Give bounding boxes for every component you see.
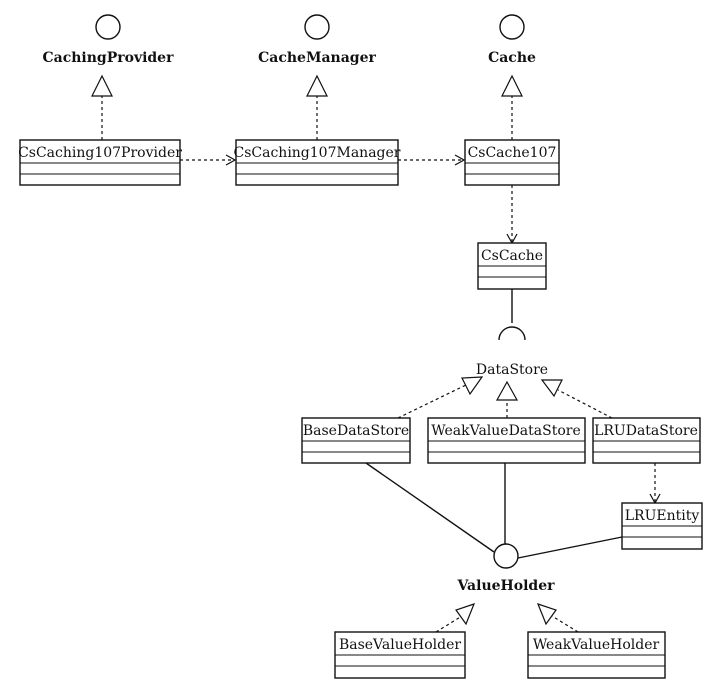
lru-entity-name: LRUEntity	[625, 508, 700, 524]
cache-label: Cache	[488, 50, 536, 66]
realization-lru-data-store	[540, 379, 613, 419]
realization-weak-value-holder	[536, 603, 579, 633]
base-value-holder-name: BaseValueHolder	[339, 637, 461, 653]
data-store-label: DataStore	[476, 362, 548, 378]
cs-caching107-manager-name: CsCaching107Manager	[234, 145, 401, 161]
dependency-lru-to-entity	[649, 463, 661, 505]
class-cs-caching107-manager: CsCaching107Manager	[234, 139, 401, 186]
cs-cache107-name: CsCache107	[468, 145, 557, 161]
class-lru-data-store: LRUDataStore	[592, 417, 701, 464]
realization-weak-value-data-store	[495, 380, 519, 418]
class-base-value-holder: BaseValueHolder	[334, 631, 466, 679]
base-data-store-name: BaseDataStore	[303, 423, 409, 439]
class-lru-entity: LRUEntity	[621, 502, 703, 550]
required-interface-socket	[498, 289, 526, 341]
socket-arc	[498, 326, 526, 341]
class-cs-caching107-provider: CsCaching107Provider	[18, 139, 182, 186]
realization-base-value-holder	[435, 603, 476, 633]
realization-cache	[501, 74, 523, 140]
associations-to-value-holder	[365, 462, 623, 559]
cache-circle	[499, 14, 525, 40]
class-weak-value-data-store: WeakValueDataStore	[427, 417, 586, 464]
realization-manager	[306, 74, 328, 140]
cs-caching107-provider-name: CsCaching107Provider	[18, 145, 182, 161]
class-base-data-store: BaseDataStore	[301, 417, 411, 464]
class-weak-value-holder: WeakValueHolder	[527, 631, 666, 679]
dependency-manager-to-cache107	[398, 154, 466, 166]
interface-cache-manager: CacheManager	[258, 14, 376, 66]
class-cs-cache: CsCache	[477, 242, 547, 290]
interface-cache: Cache	[488, 14, 536, 66]
class-cs-cache107: CsCache107	[464, 139, 560, 186]
dependency-provider-to-manager	[180, 154, 237, 166]
weak-value-data-store-name: WeakValueDataStore	[431, 423, 580, 439]
caching-provider-label: CachingProvider	[43, 50, 175, 66]
lru-data-store-name: LRUDataStore	[594, 423, 698, 439]
weak-value-holder-name: WeakValueHolder	[533, 637, 660, 653]
realization-base-data-store	[397, 376, 484, 419]
realization-provider	[91, 74, 113, 140]
caching-provider-circle	[95, 14, 121, 40]
value-holder-label: ValueHolder	[456, 578, 555, 594]
cache-manager-circle	[304, 14, 330, 40]
interface-caching-provider: CachingProvider	[43, 14, 175, 66]
cache-manager-label: CacheManager	[258, 50, 376, 66]
dependency-cache107-to-cscache	[506, 185, 518, 245]
value-holder-circle	[493, 543, 519, 569]
cs-cache-name: CsCache	[481, 248, 543, 264]
